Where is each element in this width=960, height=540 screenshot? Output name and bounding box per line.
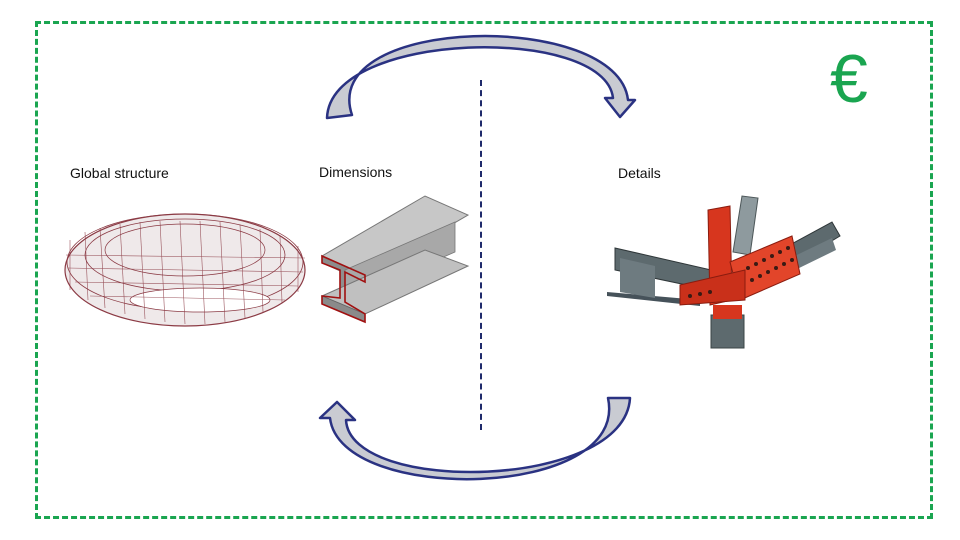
global-structure-model: [64, 213, 306, 327]
center-divider: [480, 80, 482, 430]
steel-connection-detail: [607, 195, 841, 349]
euro-symbol: €: [830, 41, 868, 117]
curved-arrow-left-icon: [318, 396, 632, 481]
i-beam-model: [320, 195, 470, 324]
curved-arrow-right-icon: [325, 34, 637, 120]
details-label: Details: [618, 165, 661, 181]
cost-boundary-frame: [35, 21, 933, 519]
dimensions-label: Dimensions: [319, 164, 393, 180]
global-structure-label: Global structure: [70, 165, 169, 181]
